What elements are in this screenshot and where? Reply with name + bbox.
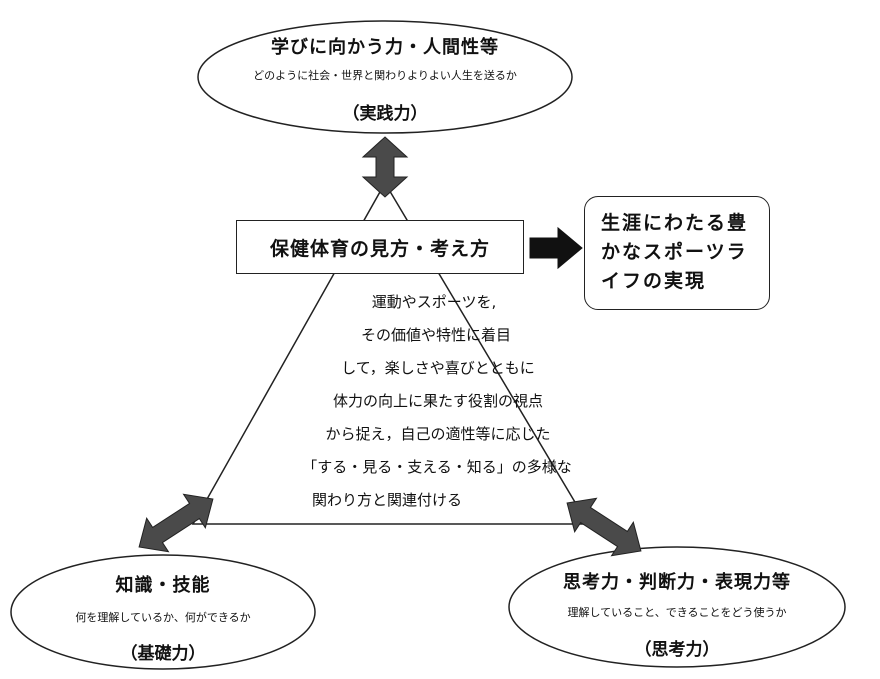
- double-arrow-left: [138, 493, 214, 553]
- center-text-line-1: 運動やスポーツを,: [371, 293, 497, 311]
- triangle: [191, 181, 590, 525]
- goal-box: 生涯にわたる豊 かなスポーツラ イフの実現: [584, 196, 770, 310]
- top-ellipse-label: （実践力）: [342, 104, 428, 124]
- left-ellipse-subtitle: 何を理解しているか、何ができるか: [75, 611, 251, 624]
- goal-line-3: イフの実現: [601, 270, 707, 292]
- top-ellipse-subtitle: どのように社会・世界と関わりよりよい人生を送るか: [253, 69, 517, 82]
- double-arrow-right: [566, 497, 642, 557]
- right-ellipse-label: （思考力）: [634, 640, 720, 660]
- center-text-line-2: その価値や特性に着目: [360, 326, 511, 344]
- left-ellipse-title: 知識・技能: [115, 575, 211, 596]
- left-ellipse: [10, 554, 316, 670]
- center-text-line-7: 関わり方と関連付ける: [311, 491, 462, 509]
- center-text-line-6: 「する・見る・支える・知る」の多様な: [302, 458, 572, 476]
- goal-line-1: 生涯にわたる豊: [601, 212, 749, 234]
- right-ellipse-title: 思考力・判断力・表現力等: [563, 572, 791, 593]
- left-ellipse-label: （基礎力）: [120, 644, 206, 664]
- right-ellipse: [508, 546, 846, 668]
- top-ellipse-title: 学びに向かう力・人間性等: [271, 37, 499, 58]
- center-text-line-4: 体力の向上に果たす役割の視点: [332, 392, 543, 410]
- goal-line-2: かなスポーツラ: [601, 241, 748, 263]
- view-box-text: 保健体育の見方・考え方: [269, 237, 490, 260]
- center-text-line-3: して，楽しさや喜びとともに: [341, 359, 535, 377]
- arrow-to-goal: [529, 226, 583, 270]
- view-box: 保健体育の見方・考え方: [236, 220, 524, 274]
- right-ellipse-subtitle: 理解していること、できることをどう使うか: [567, 606, 787, 619]
- top-ellipse: [197, 20, 573, 134]
- double-arrow-top: [361, 136, 409, 198]
- center-text-line-5: から捉え，自己の適性等に応じた: [325, 425, 551, 443]
